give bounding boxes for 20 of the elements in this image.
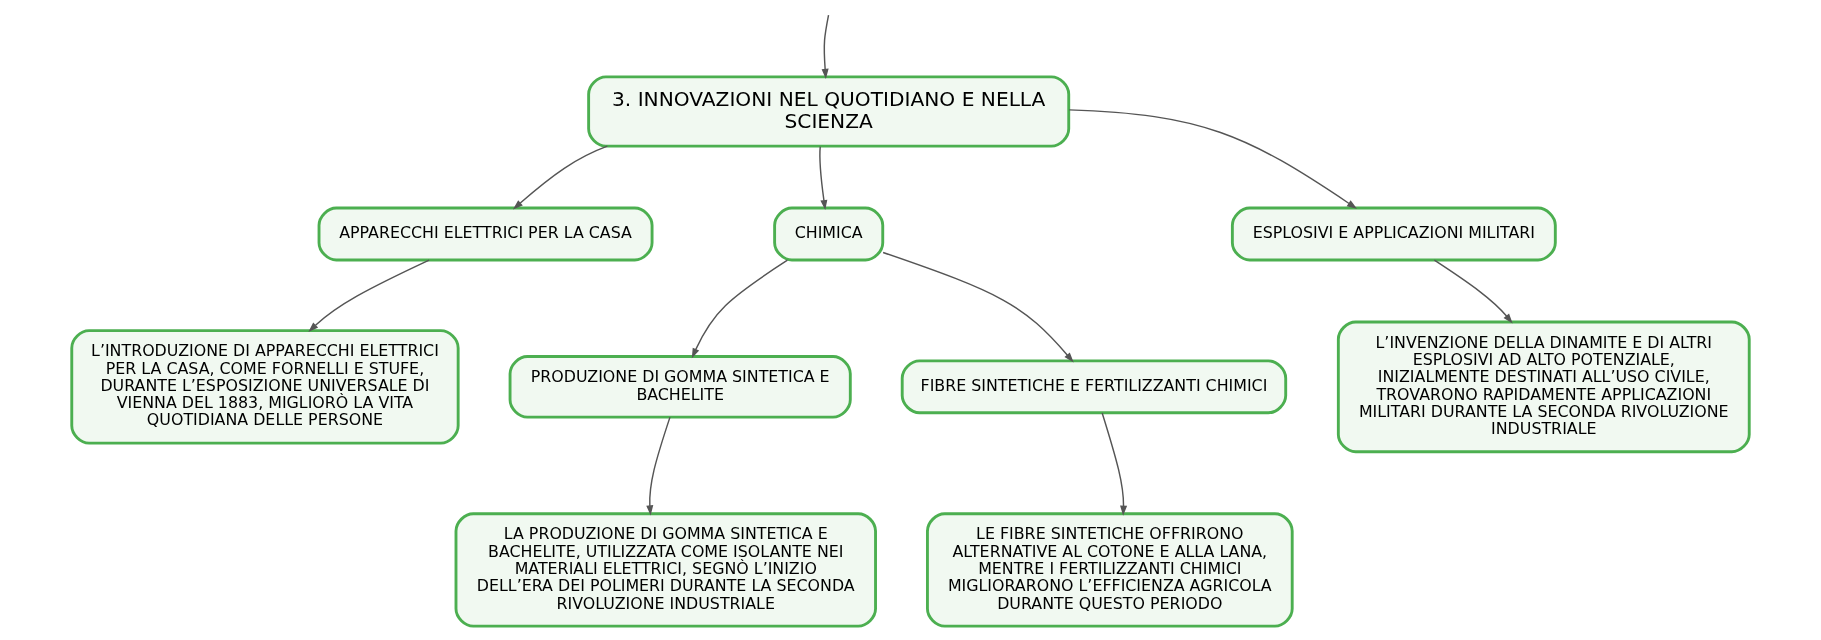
arrow <box>646 416 671 516</box>
node-box: APPARECCHI ELETTRICI PER LA CASA <box>317 206 654 262</box>
arrow <box>691 259 789 359</box>
arrow <box>1433 259 1513 324</box>
node-box: ESPLOSIVI E APPLICAZIONI MILITARI <box>1230 206 1557 262</box>
node-box: LE FIBRE SINTETICHE OFFRIRONO ALTERNATIVE AL COTONE E ALLA LANA, MENTRE I FERTILIZZANTI CHIMICI MIGLIORARONO L’EFFICIENZA AGRICOLA DURANTE QUESTO PERIODO <box>926 512 1294 628</box>
arrow <box>512 145 609 210</box>
node-box: 3. INNOVAZIONI NEL QUOTIDIANO E NELLA SCIENZA <box>587 75 1071 148</box>
node-box: LA PRODUZIONE DI GOMMA SINTETICA E BACHELITE, UTILIZZATA COME ISOLANTE NEI MATERIALI ELETTRICI, SEGNÒ L’INIZIO DELL’ERA DEI POLIMERI DURANTE LA SECONDA RIVOLUZIONE INDUSTRIALE <box>454 512 877 628</box>
arrow <box>821 14 830 79</box>
node-box: CHIMICA <box>773 206 885 262</box>
arrow <box>1068 109 1357 209</box>
arrow <box>308 259 430 333</box>
node-box: PRODUZIONE DI GOMMA SINTETICA E BACHELITE <box>508 355 852 419</box>
node-box: FIBRE SINTETICHE E FERTILIZZANTI CHIMICI <box>900 359 1288 415</box>
arrow <box>1101 412 1128 516</box>
arrow <box>819 145 828 211</box>
node-box: L’INTRODUZIONE DI APPARECCHI ELETTRICI PER LA CASA, COME FORNELLI E STUFE, DURANTE L’ESPOSIZIONE UNIVERSALE DI VIENNA DEL 1883, MIGLIORÒ LA VITA QUOTIDIANA DELLE PERSONE <box>70 329 460 445</box>
arrow <box>882 251 1074 363</box>
node-box: L’INVENZIONE DELLA DINAMITE E DI ALTRI ESPLOSIVI AD ALTO POTENZIALE, INIZIALMENTE DESTINATI ALL’USO CIVILE, TROVARONO RAPIDAMENTE APPLICAZIONI MILITARI DURANTE LA SECONDA RIVOLUZIONE INDUSTRIALE <box>1336 320 1751 454</box>
